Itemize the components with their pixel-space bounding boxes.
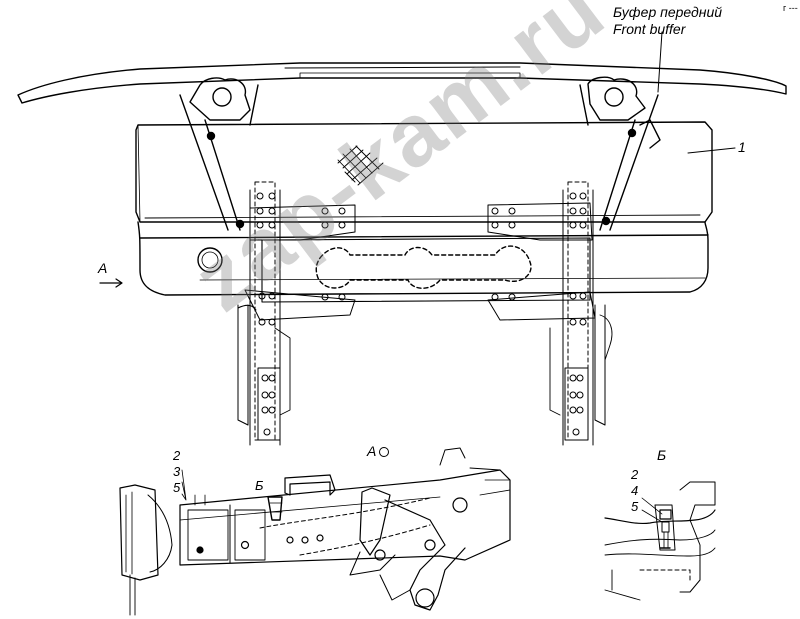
buffer-leader-line (657, 31, 663, 93)
mounting-brackets (179, 76, 659, 231)
buffer-label-en: Front buffer (613, 21, 686, 37)
view-arrow-label: A (98, 260, 108, 276)
section-b-marker: Б (255, 478, 264, 493)
header-mark: г --- (783, 3, 798, 13)
right-bracket (491, 181, 613, 446)
left-callout-3: 3 (173, 464, 181, 479)
right-callout-5: 5 (631, 499, 639, 514)
section-b-drawing (604, 481, 716, 601)
callout-leaders-left (181, 469, 187, 501)
view-a-title: A (367, 443, 377, 459)
bumper-lower-beam (137, 214, 709, 296)
callout-1-leader-line (687, 147, 736, 154)
callout-1-label: 1 (738, 139, 746, 155)
left-callout-2: 2 (173, 448, 181, 463)
front-bar (17, 62, 787, 104)
left-callout-5: 5 (173, 480, 181, 495)
view-a-drawing (119, 447, 511, 616)
right-callout-2: 2 (631, 467, 639, 482)
grille-mark (337, 145, 384, 186)
right-callout-4: 4 (631, 483, 639, 498)
section-b-title: Б (657, 447, 667, 463)
view-a-arrow (99, 278, 123, 288)
buffer-label-ru: Буфер передний (613, 4, 723, 20)
left-bracket (237, 181, 346, 446)
